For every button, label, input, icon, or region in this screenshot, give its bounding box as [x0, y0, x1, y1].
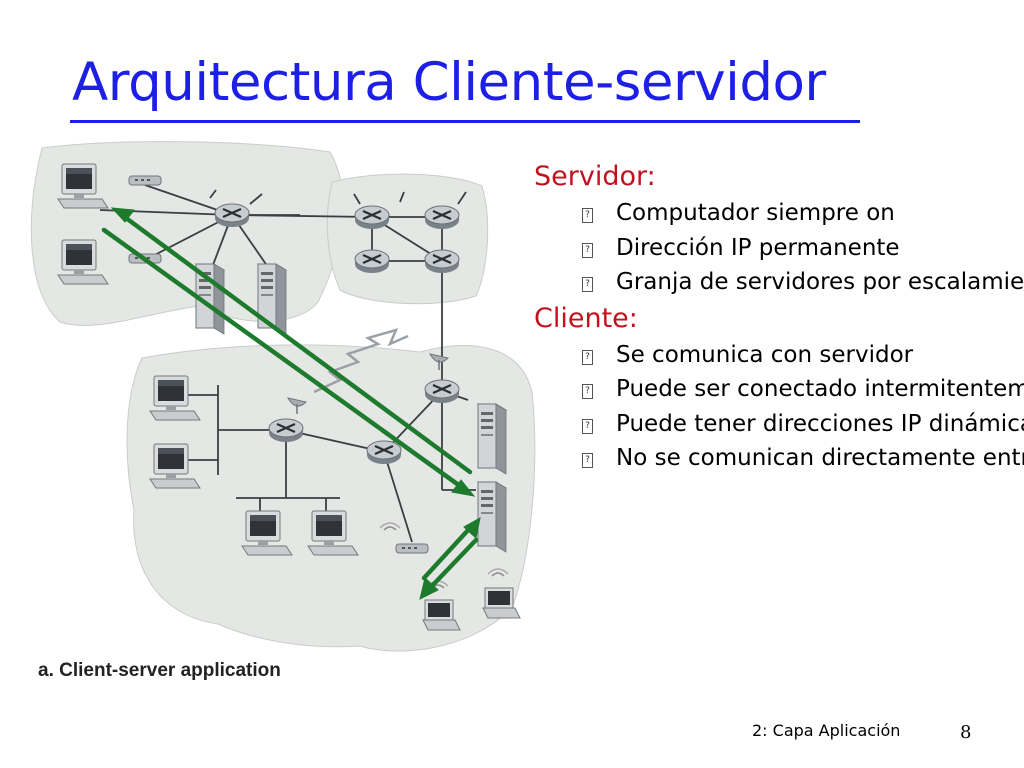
list-item: ? Puede ser conectado intermitentemente [534, 372, 1024, 407]
list-item-text: Computador siempre on [616, 200, 895, 226]
bullet-marker-icon: ? [582, 453, 593, 468]
bullet-marker-icon: ? [582, 242, 593, 258]
router-icon [213, 202, 251, 229]
list-item-text: Puede ser conectado intermitentemente [616, 376, 1024, 402]
network-diagram [30, 141, 536, 652]
cliente-heading: Cliente: [534, 302, 638, 334]
router-icon [365, 439, 403, 466]
list-item: ? Puede tener direcciones IP dinámicas [534, 407, 1024, 442]
list-item-text: Puede tener direcciones IP dinámicas [616, 410, 1024, 437]
router-icon [423, 204, 461, 231]
slide-title: Arquitectura Cliente-servidor [72, 52, 826, 113]
wireless-link-icon [313, 328, 409, 394]
router-icon [353, 248, 391, 275]
server-icon [477, 403, 507, 475]
list-item-text: Granja de servidores por escalamiento [616, 269, 1024, 295]
router-icon [267, 417, 305, 444]
list-item: ? Se comunica con servidor [534, 338, 1024, 373]
router-icon [423, 378, 461, 405]
footer-section-label: 2: Capa Aplicación [752, 721, 901, 740]
list-item-text: No se comunican directamente entre sí [616, 445, 1024, 471]
bullet-marker-icon: ? [582, 277, 593, 292]
modem-icon [128, 175, 162, 186]
bullet-marker-icon: ? [582, 418, 593, 434]
router-icon [353, 204, 391, 231]
list-item-text: Se comunica con servidor [616, 341, 914, 368]
list-item: ? Granja de servidores por escalamiento [534, 265, 1024, 300]
page-number: 8 [960, 722, 972, 743]
bullet-marker-icon: ? [582, 384, 593, 399]
list-item: ? Computador siempre on [534, 196, 1024, 231]
text-panel: Servidor: ? Computador siempre on ? Direcc… [534, 158, 1024, 488]
server-icon [477, 481, 507, 553]
servidor-list: ? Computador siempre on ? Dirección IP per… [534, 196, 1024, 300]
wireless-access-point-icon [395, 543, 429, 554]
diagram-caption: a. Client-server application [38, 660, 281, 681]
router-icon [423, 248, 461, 275]
servidor-heading: Servidor: [534, 161, 656, 192]
cliente-list: ? Se comunica con servidor ? Puede ser con… [534, 338, 1024, 476]
bullet-marker-icon: ? [582, 349, 593, 365]
list-item-text: Dirección IP permanente [616, 234, 900, 261]
list-item: ? No se comunican directamente entre sí [534, 441, 1024, 476]
client-server-arrows [101, 207, 481, 600]
bullet-marker-icon: ? [582, 208, 593, 223]
list-item: ? Dirección IP permanente [534, 231, 1024, 266]
title-underline [70, 120, 860, 123]
